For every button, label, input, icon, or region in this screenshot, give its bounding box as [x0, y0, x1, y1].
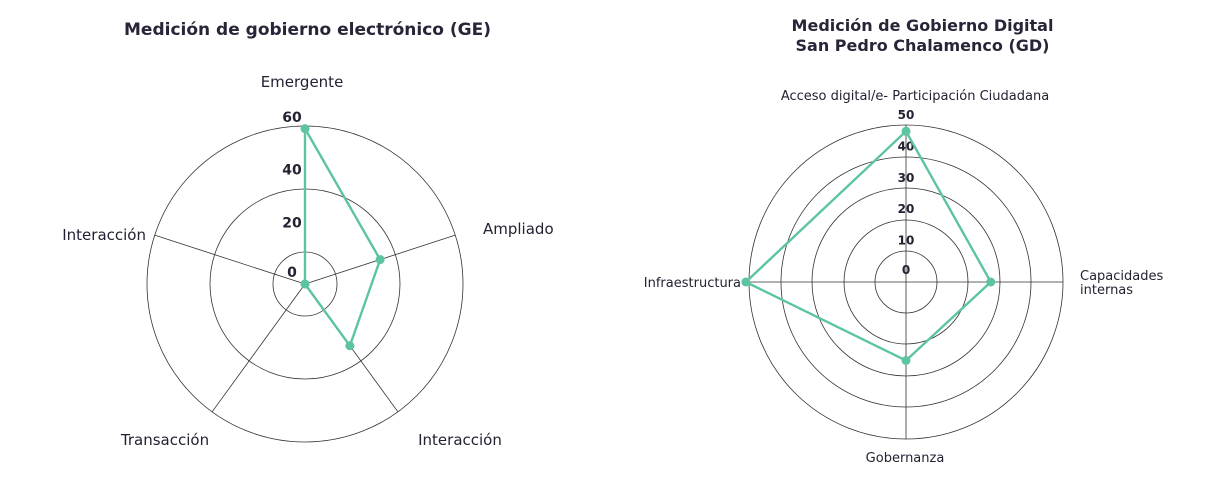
ge-tick-label-2: 40 — [282, 163, 302, 179]
ge-point-0 — [300, 124, 310, 134]
gd-tick-label-0: 0 — [902, 263, 910, 277]
gd-tick-label-3: 30 — [898, 171, 915, 185]
ge-tick-label-0: 0 — [287, 265, 297, 281]
gd-axis-label-1-line-0: Capacidades — [1080, 269, 1163, 284]
gd-axis-label-0: Acceso digital/e- Participación Ciudadan… — [781, 89, 1049, 104]
gd-point-1 — [986, 277, 996, 287]
ge-point-4 — [300, 279, 310, 289]
gd-point-2 — [901, 356, 911, 365]
gd-tick-label-1: 10 — [898, 234, 915, 248]
gd-point-0 — [901, 126, 911, 136]
gd-tick-labels: 0 10 20 30 40 50 — [898, 108, 915, 277]
gd-point-3 — [741, 277, 751, 287]
ge-axis-label-4: Interacción — [62, 226, 146, 244]
chart-gd-title-line-1: Medición de Gobierno Digital — [791, 16, 1054, 35]
gd-series-line-0 — [744, 130, 992, 362]
ge-axis-label-3: Transacción — [120, 431, 209, 449]
chart-gd-title-line-2: San Pedro Chalamenco (GD) — [795, 36, 1050, 55]
chart-gd-title: Medición de Gobierno Digital San Pedro C… — [615, 16, 1230, 56]
ge-axis-label-0: Emergente — [261, 73, 344, 91]
gd-axis-label-3: Infraestructura — [644, 276, 741, 291]
ge-axis-label-1: Ampliado — [483, 220, 554, 238]
gd-axis-label-1-line-1: internas — [1080, 283, 1133, 298]
ge-spoke-3 — [211, 283, 306, 413]
gd-axis-labels: Acceso digital/e- Participación Ciudadan… — [644, 89, 1164, 466]
gd-tick-label-5: 50 — [898, 108, 915, 122]
ge-axis-labels: EmergenteAmpliadoInteracciónTransacciónI… — [62, 73, 553, 449]
ge-point-2 — [345, 341, 355, 351]
chart-gd-panel: Medición de Gobierno Digital San Pedro C… — [615, 0, 1230, 483]
ge-tick-labels: 0 20 40 60 — [282, 110, 302, 281]
chart-ge-panel: Medición de gobierno electrónico (GE) 0 2… — [62, 20, 553, 449]
gd-tick-label-4: 40 — [898, 139, 915, 153]
ge-series-line-0 — [303, 127, 382, 347]
ge-tick-label-1: 20 — [282, 215, 302, 231]
ge-point-1 — [375, 255, 385, 265]
gd-axis-label-2: Gobernanza — [866, 451, 945, 466]
ge-spoke-4 — [154, 234, 306, 285]
chart-ge-title: Medición de gobierno electrónico (GE) — [124, 20, 491, 40]
ge-tick-label-3: 60 — [282, 110, 302, 126]
chart-ge-radar: 0204060EmergenteAmpliadoInteracciónTrans… — [62, 73, 553, 449]
gd-tick-label-2: 20 — [898, 202, 915, 216]
chart-gd-radar: 0 10 20 30 40 50 Acceso digital/e- Participaci… — [644, 89, 1164, 466]
ge-axis-label-2: Interacción — [418, 431, 502, 449]
